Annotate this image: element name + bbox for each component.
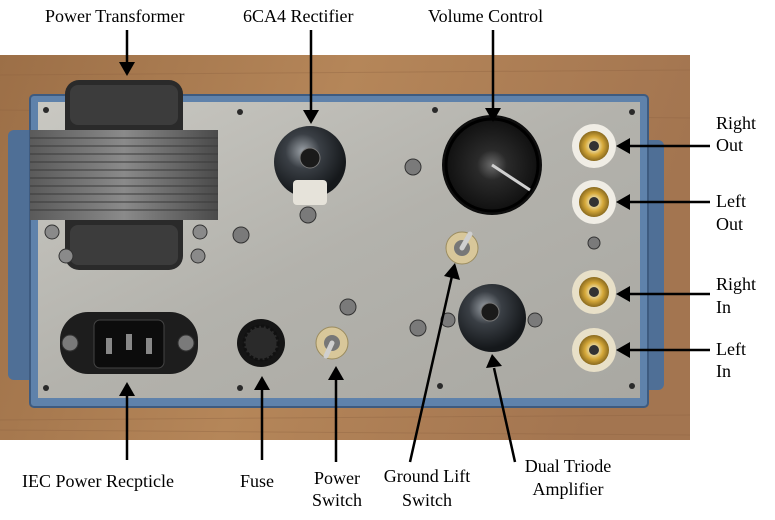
label-power-switch-2: Switch (311, 490, 362, 510)
rca-jack-right-in (572, 270, 616, 314)
label-fuse: Fuse (240, 471, 275, 491)
fuse-holder (237, 319, 285, 367)
label-iec-receptacle: IEC Power Recpticle (22, 471, 174, 491)
label-left-in-1: Left (716, 339, 746, 359)
rca-jack-right-out (572, 124, 616, 168)
label-left-out-1: Left (716, 191, 746, 211)
rectifier-tube (274, 126, 346, 224)
label-ground-lift-1: Ground Lift (383, 466, 471, 486)
label-power-switch-1: Power (314, 468, 360, 488)
label-volume-control: Volume Control (428, 6, 544, 26)
label-right-out-1: Right (716, 113, 757, 133)
label-rectifier: 6CA4 Rectifier (243, 6, 354, 26)
power-switch (315, 326, 349, 360)
label-power-transformer: Power Transformer (45, 6, 185, 26)
panel-screws (43, 107, 635, 391)
label-right-in-2: In (716, 297, 731, 317)
label-left-in-2: In (716, 361, 731, 381)
rca-jack-left-in (572, 328, 616, 372)
dual-triode-tube (440, 284, 543, 352)
label-right-out-2: Out (716, 135, 743, 155)
label-ground-lift-2: Switch (401, 490, 452, 510)
volume-knob (442, 115, 542, 215)
iec-receptacle (60, 312, 198, 374)
label-left-out-2: Out (716, 214, 743, 234)
power-transformer (30, 80, 218, 270)
rca-jack-left-out (572, 180, 616, 224)
label-right-in-1: Right (716, 274, 757, 294)
label-dual-triode-1: Dual Triode (524, 456, 612, 476)
label-dual-triode-2: Amplifier (532, 479, 604, 499)
misc-screws (232, 158, 601, 337)
annotation-arrows (119, 30, 710, 463)
ground-lift-switch (445, 231, 479, 265)
